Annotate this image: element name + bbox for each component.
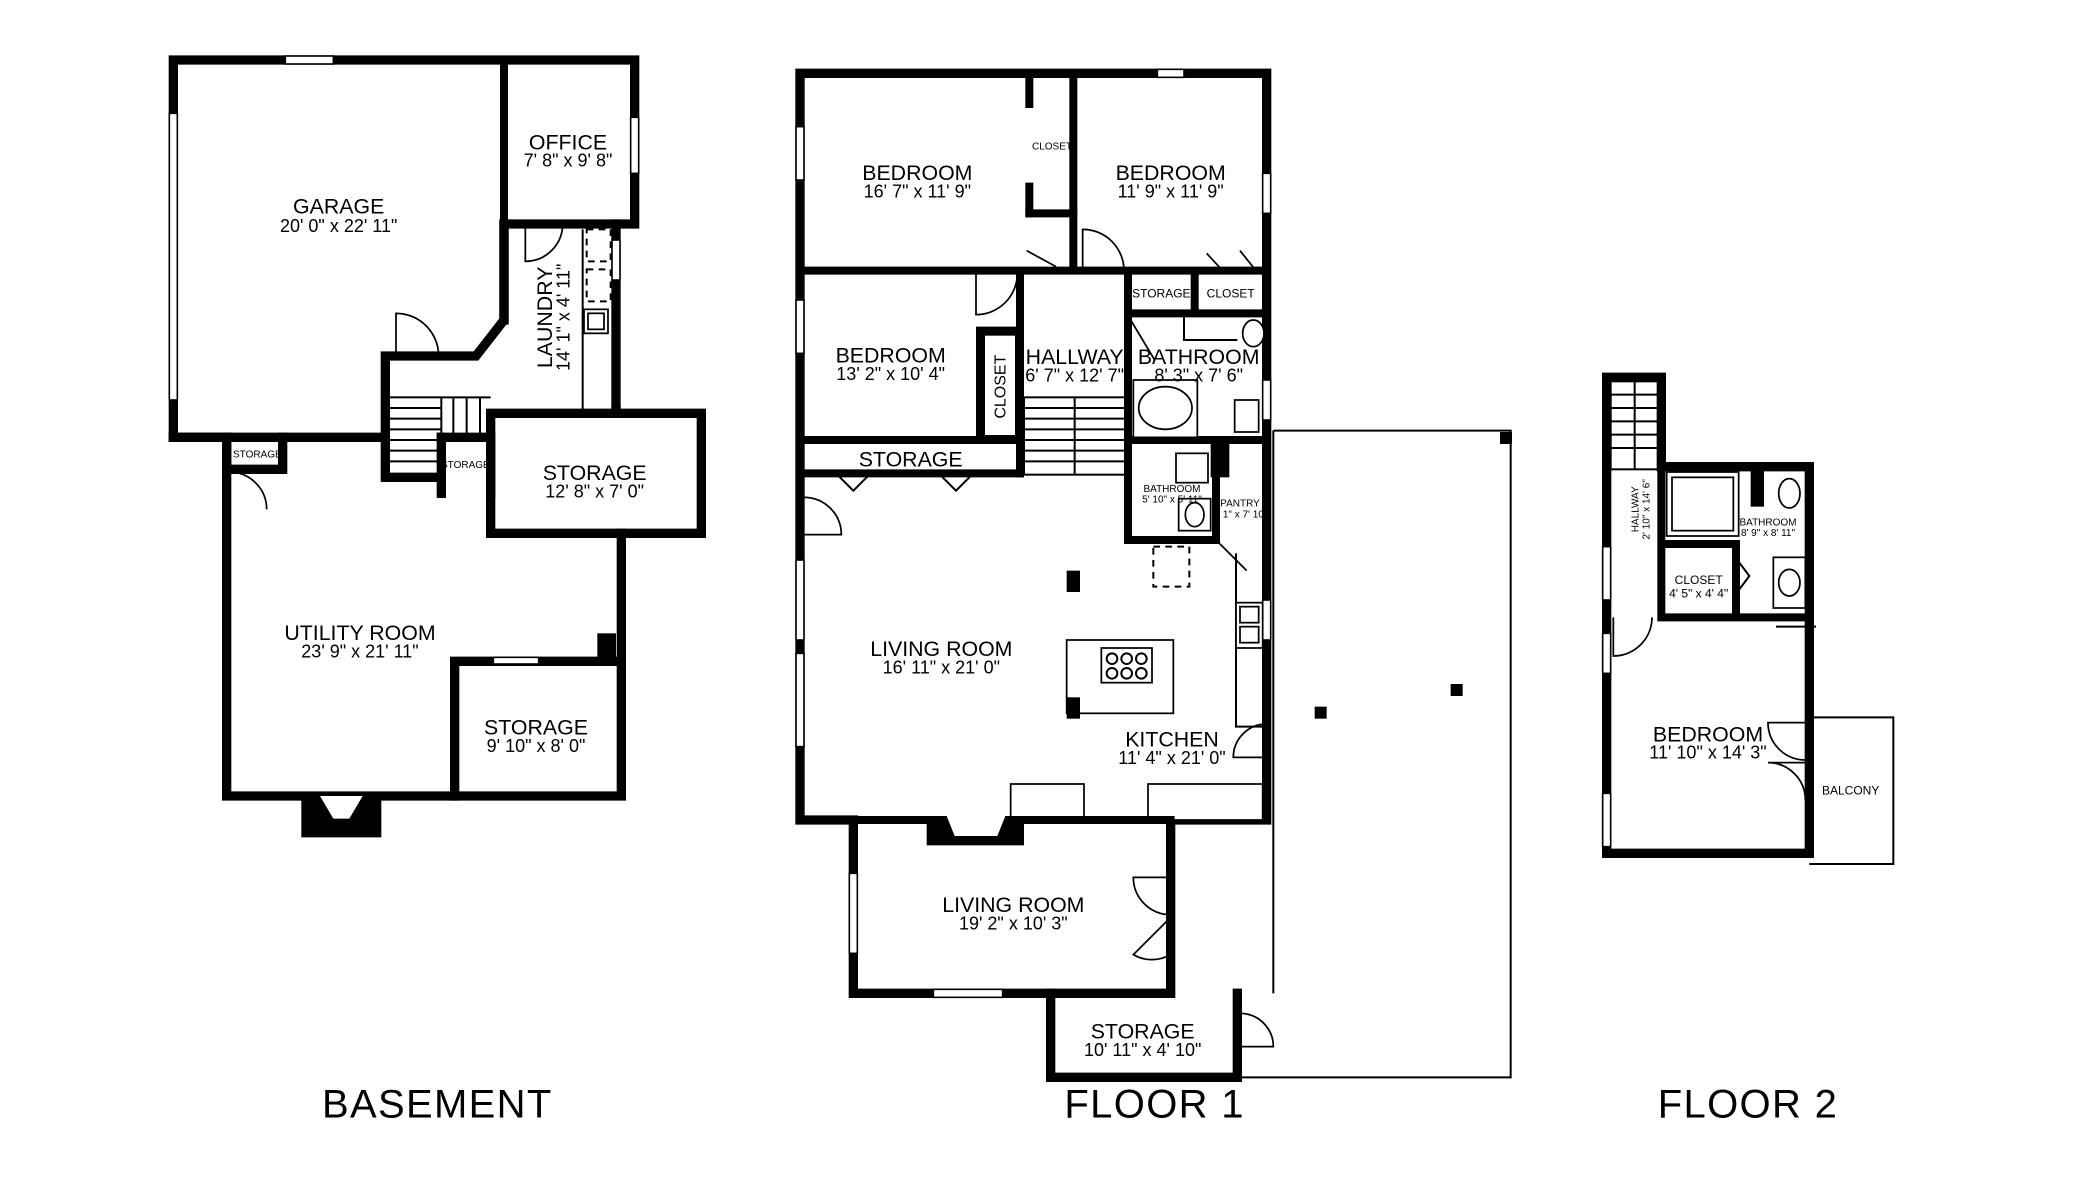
f2-bedroom-name: BEDROOM	[1653, 722, 1763, 746]
living-b-name: LIVING ROOM	[942, 893, 1084, 917]
floor2-plan	[1601, 372, 1895, 865]
storage-c-name: STORAGE	[1091, 1020, 1195, 1044]
f2-bathroom-name: BATHROOM	[1739, 517, 1796, 528]
storage-b-name: STORAGE	[1132, 286, 1190, 300]
office-dim: 7' 8" x 9' 8"	[524, 151, 613, 171]
floor1-label: FLOOR 1	[1064, 1082, 1245, 1126]
bathroom-a-name: BATHROOM	[1138, 345, 1260, 369]
floor2-label: FLOOR 2	[1658, 1082, 1839, 1126]
balcony-name: BALCONY	[1822, 784, 1879, 798]
utility-name: UTILITY ROOM	[284, 621, 435, 645]
storage-right-name: STORAGE	[543, 461, 647, 485]
floor1-stairs	[1023, 396, 1129, 476]
kitchen-dim: 11' 4" x 21' 0"	[1118, 748, 1225, 768]
laundry-dim: 14' 1" x 4' 11"	[553, 264, 573, 371]
basement-label: BASEMENT	[322, 1082, 553, 1126]
storage-c-dim: 10' 11" x 4' 10"	[1084, 1040, 1201, 1060]
f2-bedroom-dim: 11' 10" x 14' 3"	[1649, 743, 1766, 763]
f2-closet-name: CLOSET	[1675, 573, 1724, 587]
storage-strip-name: STORAGE	[859, 448, 963, 472]
bathroom-b-dim: 5' 10" x 5' 11"	[1142, 495, 1202, 506]
bedroom-b-name: BEDROOM	[1116, 161, 1226, 185]
floor1-plan	[795, 68, 1512, 1082]
living-a-dim: 16' 11" x 21' 0"	[883, 657, 1000, 677]
storage-bottom-name: STORAGE	[484, 716, 588, 740]
closet-b-name: CLOSET	[1207, 286, 1256, 300]
bathroom-b-name: BATHROOM	[1143, 484, 1200, 495]
bedroom-c-dim: 13' 2" x 10' 4"	[836, 364, 945, 384]
closet-a-name: CLOSET	[1032, 141, 1072, 152]
bedroom-a-dim: 16' 7" x 11' 9"	[864, 181, 971, 201]
floor2-stairs	[1609, 380, 1660, 471]
storage-small-a-name: STORAGE	[233, 449, 282, 460]
storage-small-b-name: STORAGE	[441, 460, 490, 471]
kitchen-name: KITCHEN	[1125, 728, 1219, 752]
storage-bottom-dim: 9' 10" x 8' 0"	[487, 736, 586, 756]
bathroom-a-dim: 8' 3" x 7' 6"	[1154, 365, 1243, 385]
f2-hallway-name: HALLWAY	[1631, 486, 1642, 532]
bedroom-b-dim: 11' 9" x 11' 9"	[1118, 181, 1224, 201]
basement-stairs	[384, 396, 491, 479]
f2-bathroom-dim: 8' 9" x 8' 11"	[1741, 528, 1796, 539]
bedroom-c-name: BEDROOM	[836, 344, 946, 368]
storage-right-dim: 12' 8" x 7' 0"	[545, 481, 644, 501]
hallway-name: HALLWAY	[1026, 345, 1124, 369]
closet-c-name: CLOSET	[992, 354, 1009, 418]
garage-dim: 20' 0" x 22' 11"	[280, 216, 397, 236]
utility-dim: 23' 9" x 21' 11"	[301, 641, 418, 661]
garage-name: GARAGE	[293, 194, 384, 218]
laundry-name: LAUNDRY	[533, 267, 557, 369]
pantry-dim: 3' 1" x 7' 10"	[1213, 509, 1268, 520]
basement-plan	[168, 55, 706, 838]
bedroom-a-name: BEDROOM	[862, 161, 972, 185]
living-a-name: LIVING ROOM	[870, 637, 1012, 661]
office-name: OFFICE	[529, 130, 607, 154]
living-b-dim: 19' 2" x 10' 3"	[959, 913, 1068, 933]
pantry-name: PANTRY	[1220, 499, 1260, 510]
f2-hallway-dim: 2' 10" x 14' 6"	[1641, 479, 1652, 540]
hallway-dim: 6' 7" x 12' 7"	[1025, 365, 1124, 385]
f2-closet-dim: 4' 5" x 4' 4"	[1669, 586, 1728, 600]
